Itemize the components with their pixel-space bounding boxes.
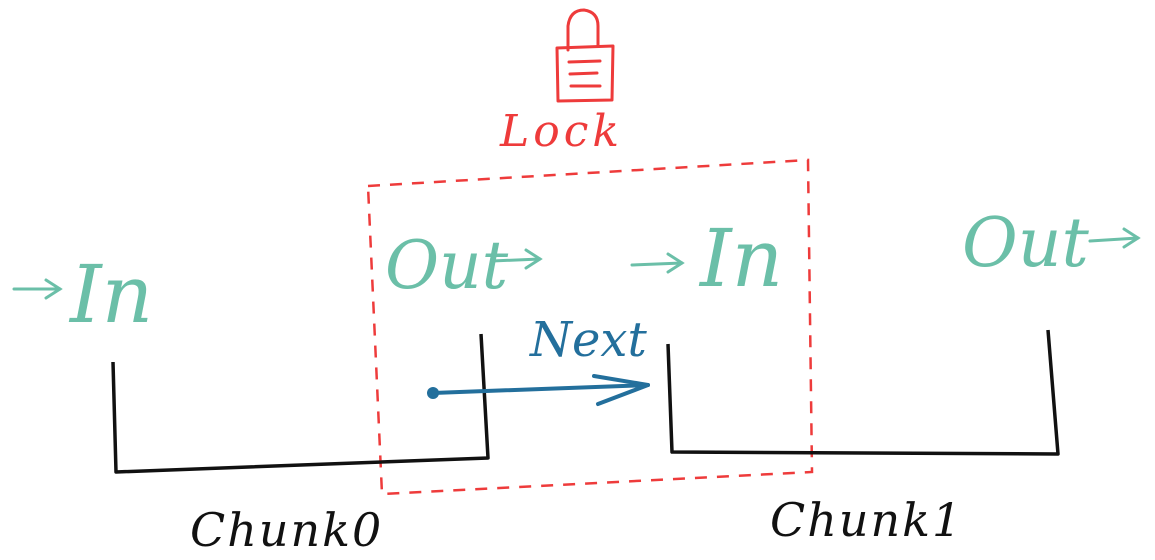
- chunk1-caption: Chunk1: [770, 493, 963, 547]
- next-label: Next: [529, 312, 647, 368]
- chunk0-in-label: In: [68, 248, 153, 341]
- chunk1-out-arrow: [1088, 227, 1141, 249]
- lock-region: [366, 158, 814, 496]
- chunk0-out-arrow: [490, 248, 543, 270]
- chunk1-bucket: [666, 329, 1060, 456]
- chunk1-out-label: Out: [962, 204, 1090, 283]
- lock-icon: [555, 8, 615, 103]
- chunk1-in-label: In: [698, 212, 783, 305]
- next-arrow: [431, 374, 650, 406]
- chunk0-caption: Chunk0: [190, 503, 383, 557]
- lock-label: Lock: [499, 106, 623, 157]
- chunk0-out-label: Out: [385, 227, 509, 304]
- chunk0-bucket: [111, 333, 490, 474]
- chunk0-in-arrow: [12, 278, 63, 300]
- chunk1-in-arrow: [630, 252, 685, 274]
